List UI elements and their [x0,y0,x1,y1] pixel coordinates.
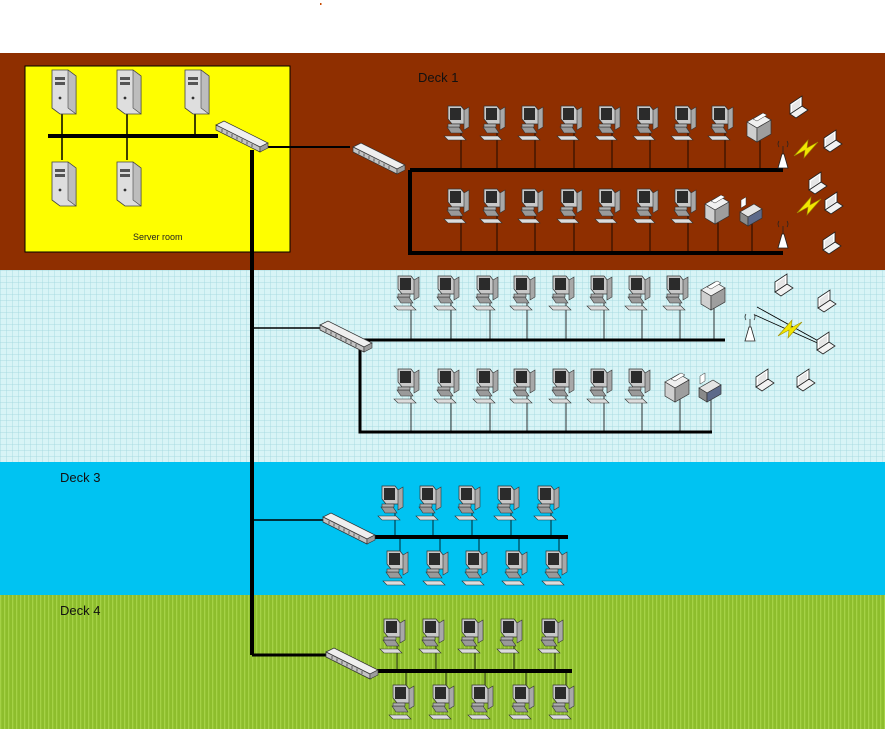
deck2-devices [393,273,837,404]
top-dot [320,3,322,5]
server-icon [51,69,77,115]
cabling [48,114,783,673]
deck3-band [0,462,885,595]
server-room-label: Server room [133,232,183,242]
server-icon [116,161,142,207]
deck3-label: Deck 3 [60,470,100,485]
server-icon [116,69,142,115]
server-icon [51,161,77,207]
deck4-label: Deck 4 [60,603,100,618]
server-icon [184,69,210,115]
deck1-label: Deck 1 [418,70,458,85]
